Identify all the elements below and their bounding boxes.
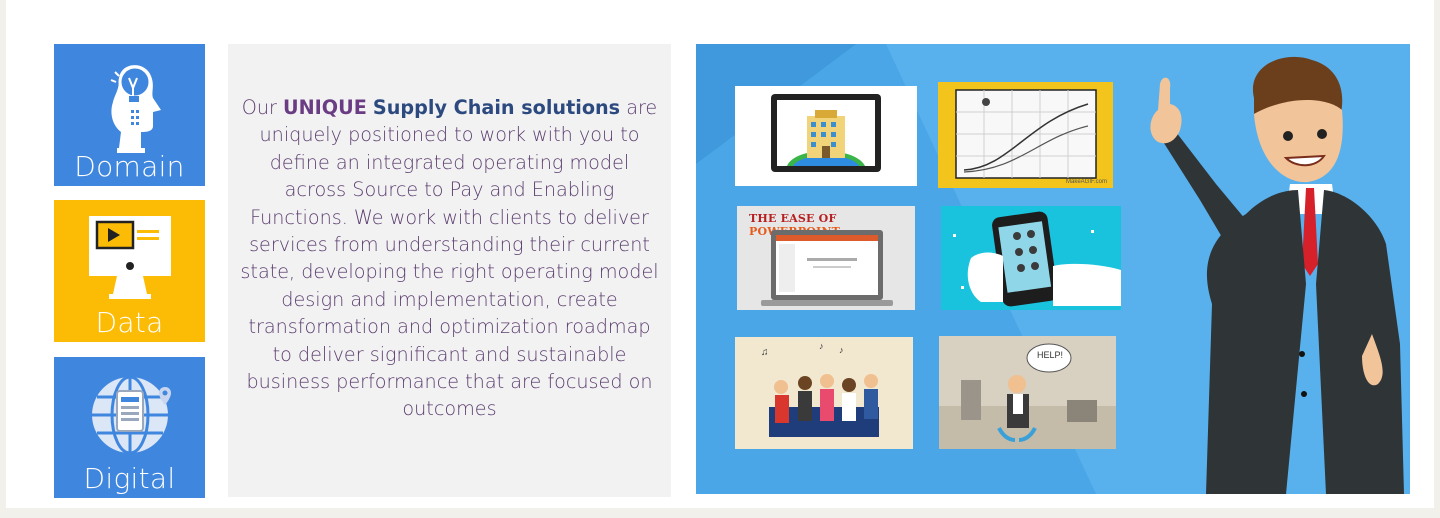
- help-bubble-text: HELP!: [1037, 350, 1064, 360]
- businessman-pointing-illustration: [1150, 56, 1404, 494]
- globe-device-icon: [54, 365, 205, 467]
- svg-text:♪: ♪: [839, 345, 844, 355]
- description-panel: Our UNIQUE Supply Chain solutions are un…: [228, 44, 671, 497]
- data-tile[interactable]: Data: [54, 200, 205, 342]
- smartphone-hand-illustration[interactable]: [941, 206, 1121, 310]
- unique-highlight: UNIQUE: [283, 96, 367, 119]
- growth-chart-illustration[interactable]: MakeAGIF.com: [938, 82, 1113, 188]
- ease-of-powerpoint-illustration[interactable]: THE EASE OF POWERPOINT: [737, 206, 915, 310]
- video-panel[interactable]: MakeAGIF.com THE EASE OF POWERPOINT: [696, 44, 1410, 494]
- laptop-building-illustration[interactable]: [735, 86, 917, 186]
- domain-label: Domain: [74, 150, 185, 183]
- watermark-text: MakeAGIF.com: [1065, 179, 1107, 185]
- help-character-illustration[interactable]: HELP!: [939, 336, 1116, 449]
- digital-label: Digital: [83, 462, 176, 495]
- svg-text:♪: ♪: [819, 341, 824, 351]
- data-label: Data: [95, 306, 164, 339]
- domain-tile[interactable]: Domain: [54, 44, 205, 186]
- digital-tile[interactable]: Digital: [54, 357, 205, 498]
- team-celebration-illustration[interactable]: ♫ ♪ ♪: [735, 337, 913, 449]
- head-lightbulb-icon: [54, 52, 205, 154]
- supply-chain-highlight: Supply Chain solutions: [372, 96, 621, 119]
- description-text: Our UNIQUE Supply Chain solutions are un…: [240, 96, 659, 421]
- svg-text:♫: ♫: [761, 347, 769, 358]
- monitor-video-icon: [54, 208, 205, 310]
